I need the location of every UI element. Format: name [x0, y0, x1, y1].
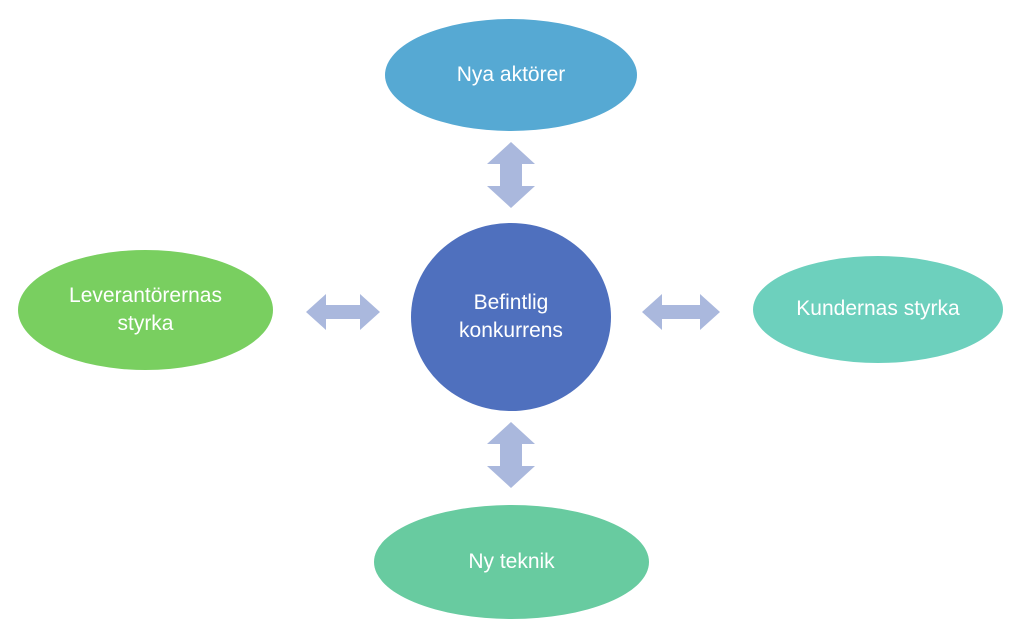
double-arrow-vertical-top-icon: [487, 142, 535, 208]
node-ny-teknik: Ny teknik: [374, 505, 649, 619]
node-leverantorernas-styrka: Leverantörernas styrka: [18, 250, 273, 370]
double-arrow-horizontal-left-icon: [306, 294, 380, 330]
node-kundernas-styrka-label: Kundernas styrka: [796, 297, 960, 321]
node-kundernas-styrka: Kundernas styrka: [753, 256, 1003, 363]
node-befintlig-konkurrens: Befintlig konkurrens: [411, 223, 611, 411]
node-leverantorernas-styrka-label: Leverantörernas styrka: [69, 283, 222, 335]
node-nya-aktorer-label: Nya aktörer: [456, 62, 566, 86]
node-ny-teknik-label: Ny teknik: [468, 549, 555, 573]
node-befintlig-konkurrens-label: Befintlig konkurrens: [459, 290, 563, 342]
node-nya-aktorer: Nya aktörer: [385, 19, 637, 131]
double-arrow-horizontal-right-icon: [642, 294, 720, 330]
double-arrow-vertical-bottom-icon: [487, 422, 535, 488]
